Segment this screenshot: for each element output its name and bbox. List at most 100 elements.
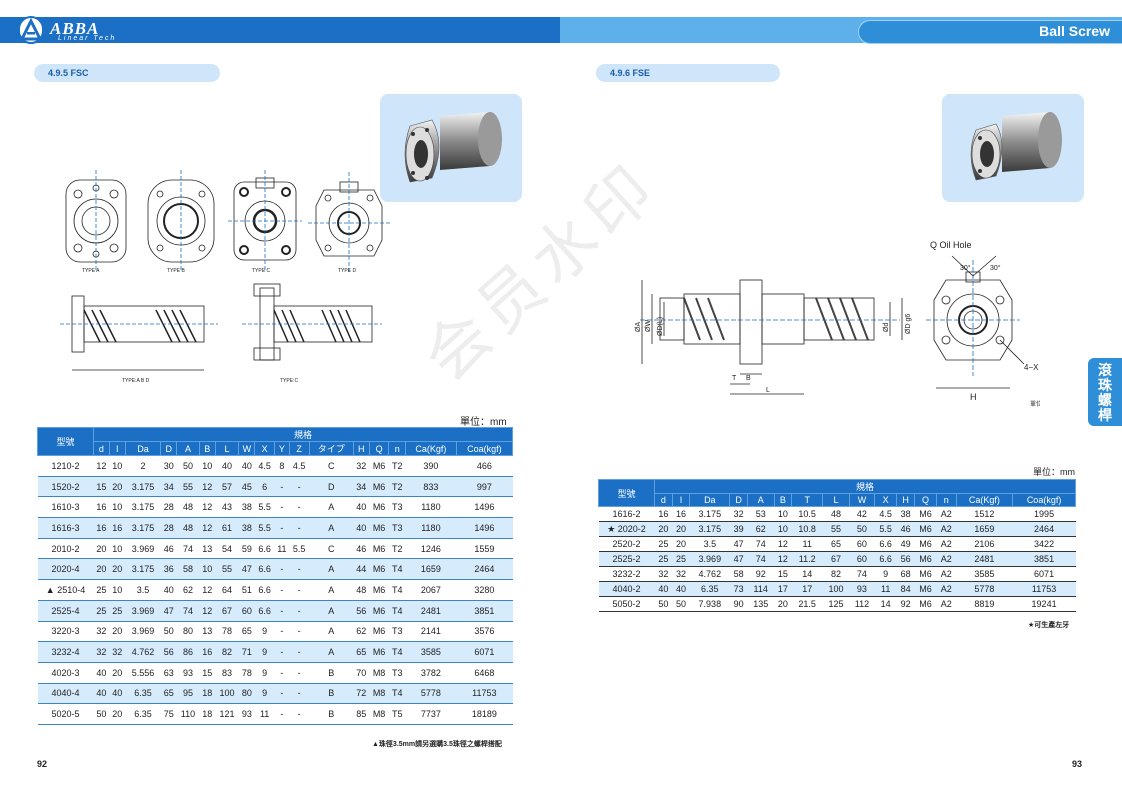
table-cell: M6	[369, 455, 389, 477]
table-cell: -	[289, 641, 310, 663]
table-cell: D	[309, 476, 354, 498]
l-dimension-label: L	[766, 387, 770, 394]
table-cell: 61	[215, 517, 239, 539]
oil-hole-label: Q Oil Hole	[930, 240, 972, 250]
model-cell: ▲ 2510-4	[37, 579, 94, 601]
table-cell: 19241	[1012, 596, 1076, 612]
table-cell: 112	[849, 596, 875, 612]
unit-label-left: 單位：mm	[460, 417, 507, 428]
table-cell: 7737	[405, 703, 457, 725]
table-cell: 20	[109, 703, 126, 725]
table-cell: A2	[936, 551, 957, 567]
table-cell: 5.5	[289, 538, 310, 560]
table-cell: 62	[747, 521, 774, 537]
table-cell: 39	[729, 521, 748, 537]
table-cell: 3851	[1012, 551, 1076, 567]
column-header: W	[238, 441, 256, 456]
table-cell: M6	[369, 641, 389, 663]
table-cell: 9	[254, 662, 275, 684]
type-b-label: TYPE B	[167, 268, 185, 274]
type-abd-label: TYPE:A B D	[122, 378, 150, 384]
table-cell: 4.5	[289, 455, 310, 477]
model-number: 5050-2	[612, 599, 641, 609]
table-cell: A	[309, 579, 354, 601]
table-cell: 3.175	[689, 506, 730, 522]
table-cell: 4.5	[254, 455, 275, 477]
table-cell: 3.175	[125, 496, 161, 519]
model-cell: 3232-4	[37, 641, 94, 663]
model-number: 3232-2	[612, 569, 641, 579]
model-number: 1616-2	[612, 509, 641, 519]
table-cell: 34	[353, 476, 370, 498]
table-cell: 3.175	[125, 517, 161, 539]
table-cell: 55	[822, 521, 850, 537]
table-cell: 16	[199, 641, 216, 663]
logo-subtitle: Linear Tech	[58, 35, 117, 42]
column-header: L	[214, 441, 240, 456]
table-cell: 32	[654, 566, 673, 582]
table-cell: 40	[353, 496, 370, 519]
table-cell: 67	[215, 600, 239, 622]
table-cell: 28	[160, 496, 177, 519]
table-cell: 68	[896, 566, 915, 582]
table-cell: 3782	[405, 662, 457, 684]
table-cell: 16	[109, 517, 126, 539]
table-cell: 10	[774, 521, 792, 537]
table-cell: 65	[238, 621, 255, 643]
fse-technical-drawing: Q Oil Hole 30° 30° 4−X thru H 單位：mm T B …	[635, 240, 1040, 408]
table-cell: 6.35	[125, 683, 161, 705]
table-cell: 10	[109, 496, 126, 519]
table-cell: 74	[747, 551, 774, 567]
table-cell: -	[289, 662, 310, 684]
table-cell: 40	[160, 579, 177, 601]
table-cell: 2464	[1012, 521, 1076, 537]
table-cell: 5.5	[254, 517, 275, 539]
table-cell: C	[309, 538, 354, 560]
table-cell: 1496	[456, 517, 513, 539]
table-cell: 80	[176, 621, 200, 643]
table-cell: 32	[353, 455, 370, 477]
table-cell: T2	[388, 538, 406, 560]
table-cell: 65	[822, 536, 850, 552]
table-cell: 74	[747, 536, 774, 552]
table-cell: 40	[238, 455, 255, 477]
table-cell: 11	[791, 536, 823, 552]
table-cell: 56	[353, 600, 370, 622]
type-a-label: TYPE A	[82, 268, 100, 274]
fse-product-photo	[942, 94, 1084, 202]
model-cell: 5050-2	[598, 596, 655, 612]
table-cell: 6.35	[689, 581, 730, 597]
column-header: D	[729, 493, 748, 507]
table-cell: 1180	[405, 496, 457, 519]
table-cell: 67	[822, 551, 850, 567]
table-cell: 92	[747, 566, 774, 582]
table-cell: 3585	[405, 641, 457, 663]
table-cell: M6	[914, 596, 937, 612]
type-c-label: TYPE C	[252, 268, 270, 274]
table-cell: 48	[176, 517, 200, 539]
thru-holes-label: 4−X thru	[1024, 363, 1040, 372]
table-cell: -	[289, 579, 310, 601]
table-cell: 58	[176, 558, 200, 581]
table-cell: 80	[238, 683, 255, 705]
table-cell: 20	[672, 536, 690, 552]
section-label-fsc: 4.9.5 FSC	[34, 64, 220, 82]
table-cell: 3.175	[125, 476, 161, 498]
table-cell: 93	[176, 662, 200, 684]
side-tab-char-1: 滾	[1098, 362, 1112, 378]
table-cell: M6	[369, 558, 389, 581]
table-cell: 48	[176, 496, 200, 519]
table-cell: 110	[176, 703, 200, 725]
table-cell: 4.5	[874, 506, 897, 522]
table-cell: M6	[914, 536, 937, 552]
table-cell: 11753	[456, 683, 513, 705]
model-number: 1610-3	[51, 502, 80, 513]
table-cell: 833	[405, 476, 457, 498]
table-cell: 86	[176, 641, 200, 663]
column-header: Y	[274, 441, 290, 456]
table-cell: 5778	[405, 683, 457, 705]
table-cell: 1559	[456, 538, 513, 560]
